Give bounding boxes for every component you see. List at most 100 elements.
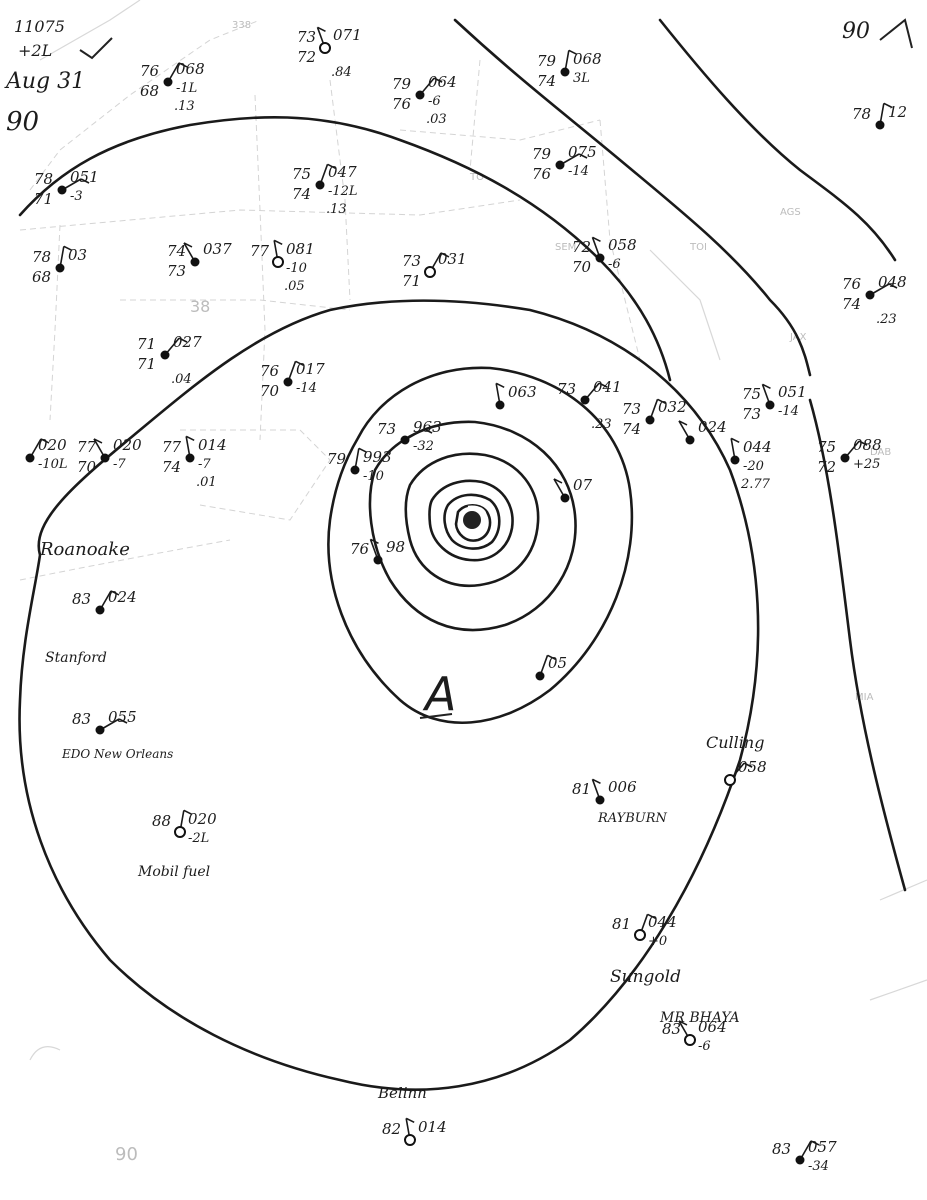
station-temperature: 75: [817, 438, 836, 456]
wind-barb-flag: [495, 382, 505, 389]
station-pressure: 058: [738, 758, 767, 776]
station-plot: 05: [535, 654, 567, 681]
station-temperature: 73: [297, 28, 316, 46]
station-pressure: 041: [593, 378, 622, 396]
pressure-label: A: [419, 667, 456, 721]
station-dewpoint: 73: [167, 262, 186, 280]
station-dewpoint: 71: [402, 272, 421, 290]
station-dewpoint: 74: [162, 458, 181, 476]
station-plot: 058: [724, 758, 767, 786]
station-plot: 76 98: [350, 538, 405, 565]
station-tendency: -6: [698, 1039, 711, 1054]
station-dewpoint: 71: [137, 355, 156, 373]
svg-text:TO: TO: [469, 172, 484, 183]
wind-barb-flag: [568, 49, 578, 56]
station-pressure: 98: [386, 538, 405, 556]
wind-barb-flag: [678, 420, 688, 426]
station-dot: [100, 453, 110, 463]
isobar-ring-7: [443, 493, 501, 550]
station-dewpoint: 73: [742, 405, 761, 423]
station-pressure: 048: [878, 273, 907, 291]
svg-text:90: 90: [115, 1144, 138, 1165]
svg-text:338: 338: [232, 20, 251, 31]
wind-barb-flag: [63, 245, 73, 252]
wind-barb-flag: [883, 102, 893, 109]
place-name-rayburn: RAYBURN: [597, 811, 668, 826]
isobar-ring-6: [428, 479, 514, 562]
wind-barb-flag: [598, 382, 608, 388]
wind-barb-flag: [317, 26, 326, 33]
station-temperature: 77: [77, 438, 97, 456]
svg-text:MIA: MIA: [855, 692, 874, 703]
station-tendency: -2L: [188, 831, 209, 846]
place-name-culling: Culling: [706, 733, 764, 752]
station-circle: [424, 266, 436, 278]
station-tendency: -14: [568, 164, 589, 179]
county-boundaries: [19, 0, 927, 1061]
wind-barb-flag: [185, 435, 195, 442]
isobar-outer: [18, 299, 760, 1091]
station-pressure: 993: [363, 448, 392, 466]
station-temperature: 82: [382, 1120, 401, 1138]
station-dewpoint: 74: [622, 420, 641, 438]
station-dot: [315, 180, 325, 190]
place-name-roanoke: Roanoake: [39, 539, 130, 560]
station-pressure: 057: [808, 1138, 837, 1156]
station-temperature: 76: [260, 362, 280, 380]
wind-barb-flag: [730, 437, 740, 444]
station-dot: [595, 795, 605, 805]
station-dewpoint: 76: [392, 95, 412, 113]
station-temperature: 76: [842, 275, 862, 293]
svg-text:AGS: AGS: [780, 207, 801, 218]
station-tendency: -10: [286, 261, 307, 276]
station-temperature: 78: [852, 105, 871, 123]
station-pressure: 068: [176, 60, 205, 78]
station-pressure: 037: [203, 240, 232, 258]
station-precip: .05: [284, 279, 305, 294]
station-tendency: 3L: [573, 71, 590, 86]
station-circle: [724, 774, 736, 786]
station-temperature: 83: [72, 710, 91, 728]
station-pressure: 068: [573, 50, 602, 68]
station-pressure: 12: [888, 103, 907, 121]
station-tendency: -34: [808, 1159, 829, 1174]
trough-northeast: [453, 18, 812, 377]
wind-barb-flag: [273, 239, 283, 246]
svg-text:DAB: DAB: [870, 447, 891, 458]
station-dewpoint: 71: [34, 190, 53, 208]
wind-barb-flag: [547, 654, 556, 661]
station-dot: [865, 290, 875, 300]
station-temperature: 81: [572, 780, 591, 798]
station-dot: [95, 725, 105, 735]
faint-labels: 338 TO SEM TOI AGS 38 JAX DAB MIA 90: [115, 20, 891, 1165]
station-circle: [174, 826, 186, 838]
isobar-ring-4: [368, 420, 577, 632]
station-temperature: 72: [572, 238, 591, 256]
station-temperature: 88: [152, 812, 171, 830]
station-tendency: -12L: [328, 184, 358, 199]
station-plot: 07: [553, 476, 593, 503]
header-topright: 90: [842, 19, 870, 44]
station-plot: 020-10L: [25, 436, 68, 472]
station-circle: [319, 42, 331, 54]
place-name-mr-bhaya: MR BHAYA: [659, 1010, 740, 1026]
station-plot: 024: [678, 418, 727, 445]
station-plot: 78 12: [852, 102, 907, 130]
station-plot: 044-202.77: [730, 437, 772, 492]
station-pressure: 963: [413, 418, 442, 436]
station-precip: .01: [196, 475, 217, 490]
station-pressure: 027: [173, 333, 202, 351]
wind-barb-flag: [888, 283, 898, 289]
station-tendency: +25: [853, 457, 880, 472]
station-temperature: 76: [350, 540, 370, 558]
